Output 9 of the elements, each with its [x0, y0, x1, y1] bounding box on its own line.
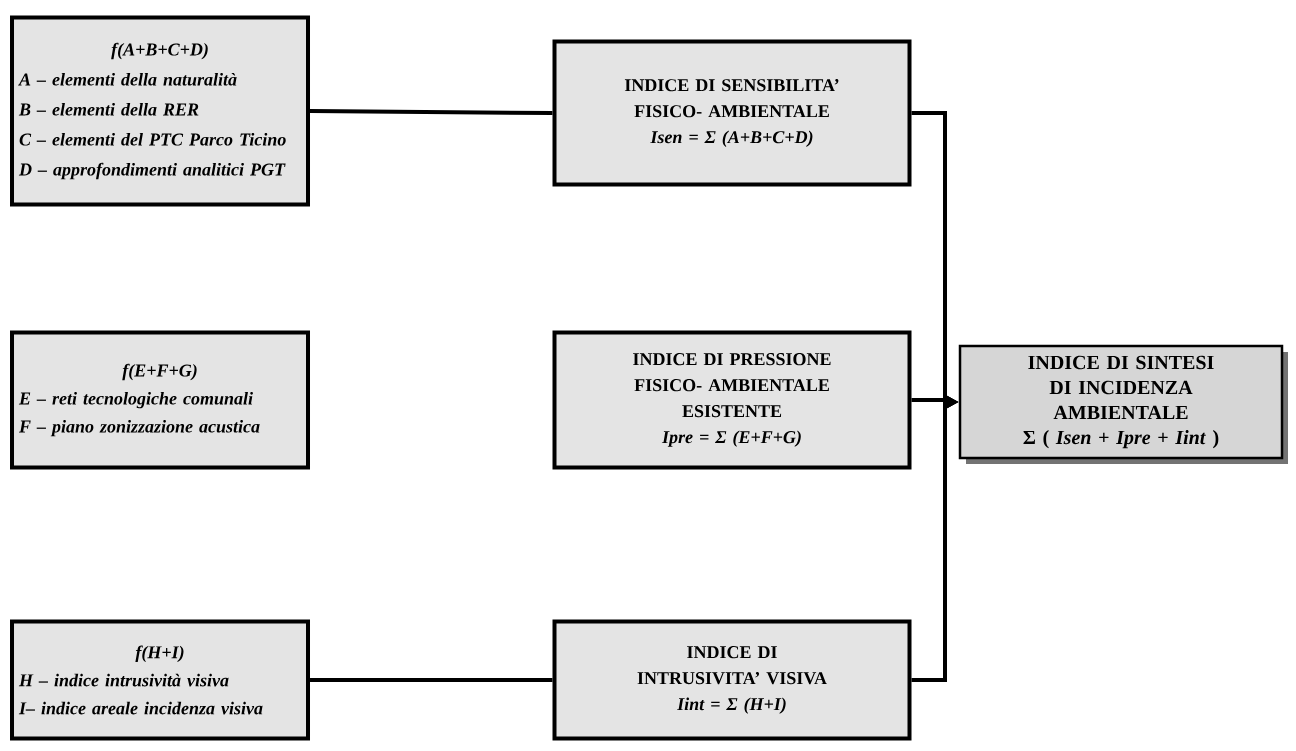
function-box: f(E+F+G) E – reti tecnologiche comunali F – piano zonizzazione acustica: [10, 330, 310, 470]
function-box: f(A+B+C+D) A – elementi della naturalità B – elementi della RER C – elementi del PTC Parco Ticino D – approfondimenti analitici PGT: [10, 15, 310, 207]
connector-line: [310, 678, 553, 682]
index-box: INDICE DI INTRUSIVITA’ VISIVA Iint = Σ (H+I): [552, 619, 912, 741]
function-box: f(H+I) H – indice intrusività visiva I– indice areale incidenza visiva: [10, 619, 310, 741]
index-box: INDICE DI PRESSIONE FISICO- AMBIENTALE ESISTENTE Ipre = Σ (E+F+G): [552, 330, 912, 470]
index-box: INDICE DI SENSIBILITA’ FISICO- AMBIENTALE Isen = Σ (A+B+C+D): [552, 39, 912, 187]
connector-line: [310, 109, 553, 115]
result-box: INDICE DI SINTESI DI INCIDENZA AMBIENTALE Σ ( Isen + Ipre + Iint ): [958, 344, 1288, 464]
